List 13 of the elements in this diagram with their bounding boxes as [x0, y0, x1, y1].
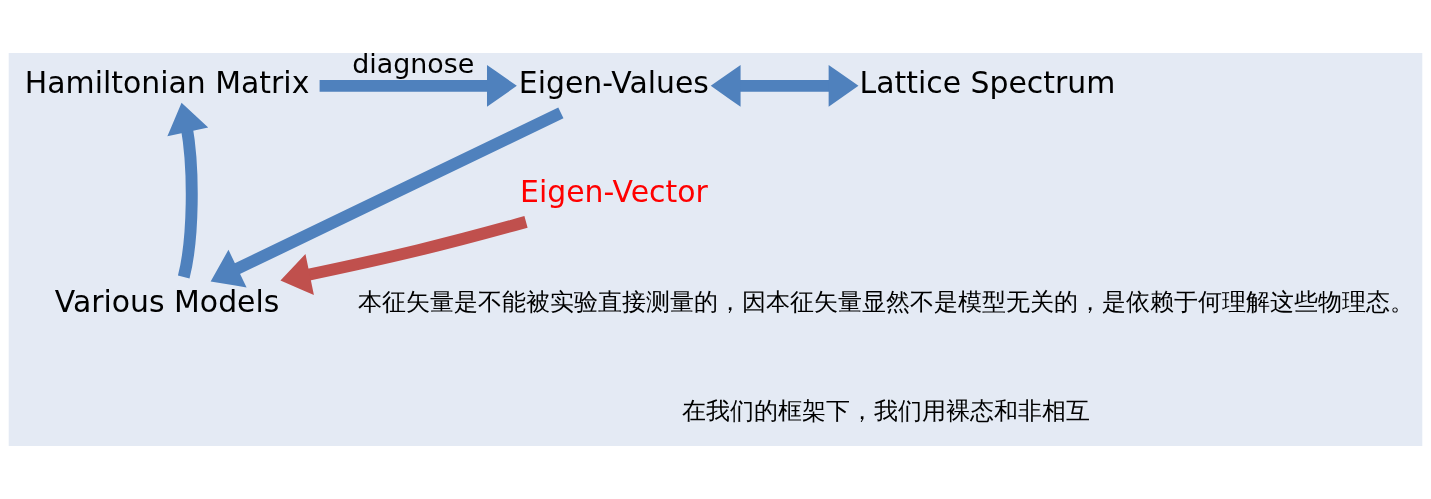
arrow [210, 107, 564, 288]
arrow [319, 65, 517, 107]
arrow [167, 102, 209, 279]
node-text: Hamiltonian Matrix [24, 65, 310, 101]
arrow [280, 216, 528, 295]
label: 在我们的框架下，我们用裸态和非相互 [681, 396, 1090, 425]
arrow [710, 65, 859, 107]
node-text: Lattice Spectrum [859, 65, 1116, 101]
label: 本征矢量是不能被实验直接测量的，因本征矢量显然不是模型无关的，是依赖于何理解这些物理态。 [357, 287, 1414, 316]
node-text: Eigen-Values [518, 65, 709, 101]
node-text: Various Models [54, 283, 280, 319]
edge-label: diagnose [352, 48, 475, 80]
node-text: Eigen-Vector [520, 174, 708, 210]
